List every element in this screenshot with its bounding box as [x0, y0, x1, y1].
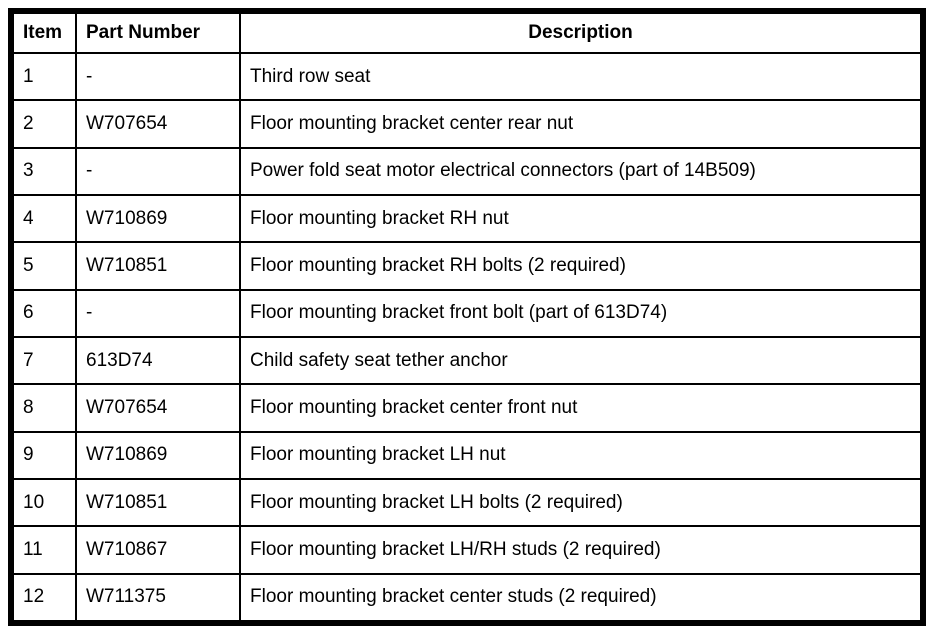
part-number-cell: W710869 [75, 193, 241, 244]
item-cell: 2 [12, 99, 77, 149]
part-number-cell: 613D74 [75, 335, 241, 386]
item-cell: 4 [12, 193, 77, 244]
parts-table: Item Part Number Description 1 - Third r… [12, 12, 922, 623]
header-row: Item Part Number Description [12, 12, 922, 54]
part-number-cell: W710851 [75, 477, 241, 528]
item-cell: 1 [12, 51, 77, 102]
description-cell: Floor mounting bracket center rear nut [239, 99, 922, 149]
column-header-part-number: Part Number [75, 12, 241, 54]
table-row: 6 - Floor mounting bracket front bolt (p… [12, 288, 922, 338]
description-cell: Floor mounting bracket center front nut [239, 383, 922, 433]
part-number-cell: - [75, 288, 241, 338]
item-cell: 3 [12, 146, 77, 196]
description-cell: Floor mounting bracket LH bolts (2 requi… [239, 477, 922, 528]
description-cell: Floor mounting bracket RH bolts (2 requi… [239, 241, 922, 291]
part-number-cell: - [75, 51, 241, 102]
description-cell: Floor mounting bracket LH/RH studs (2 re… [239, 525, 922, 575]
table-row: 9 W710869 Floor mounting bracket LH nut [12, 430, 922, 480]
table-body: 1 - Third row seat 2 W707654 Floor mount… [12, 51, 922, 623]
table-row: 12 W711375 Floor mounting bracket center… [12, 572, 922, 623]
table-row: 7 613D74 Child safety seat tether anchor [12, 335, 922, 386]
table-row: 3 - Power fold seat motor electrical con… [12, 146, 922, 196]
item-cell: 12 [12, 572, 77, 623]
table-row: 10 W710851 Floor mounting bracket LH bol… [12, 477, 922, 528]
table-row: 2 W707654 Floor mounting bracket center … [12, 99, 922, 149]
part-number-cell: W707654 [75, 99, 241, 149]
part-number-cell: W707654 [75, 383, 241, 433]
item-cell: 11 [12, 525, 77, 575]
description-cell: Floor mounting bracket center studs (2 r… [239, 572, 922, 623]
part-number-cell: W710869 [75, 430, 241, 480]
table-row: 4 W710869 Floor mounting bracket RH nut [12, 193, 922, 244]
parts-table-frame: Item Part Number Description 1 - Third r… [8, 8, 926, 626]
item-cell: 9 [12, 430, 77, 480]
item-cell: 8 [12, 383, 77, 433]
table-row: 5 W710851 Floor mounting bracket RH bolt… [12, 241, 922, 291]
description-cell: Floor mounting bracket LH nut [239, 430, 922, 480]
item-cell: 7 [12, 335, 77, 386]
item-cell: 5 [12, 241, 77, 291]
item-cell: 10 [12, 477, 77, 528]
part-number-cell: W711375 [75, 572, 241, 623]
table-header: Item Part Number Description [12, 12, 922, 54]
part-number-cell: W710851 [75, 241, 241, 291]
item-cell: 6 [12, 288, 77, 338]
table-row: 1 - Third row seat [12, 51, 922, 102]
column-header-description: Description [239, 12, 922, 54]
description-cell: Floor mounting bracket RH nut [239, 193, 922, 244]
part-number-cell: W710867 [75, 525, 241, 575]
part-number-cell: - [75, 146, 241, 196]
description-cell: Child safety seat tether anchor [239, 335, 922, 386]
table-row: 11 W710867 Floor mounting bracket LH/RH … [12, 525, 922, 575]
description-cell: Floor mounting bracket front bolt (part … [239, 288, 922, 338]
description-cell: Third row seat [239, 51, 922, 102]
column-header-item: Item [12, 12, 77, 54]
description-cell: Power fold seat motor electrical connect… [239, 146, 922, 196]
table-row: 8 W707654 Floor mounting bracket center … [12, 383, 922, 433]
